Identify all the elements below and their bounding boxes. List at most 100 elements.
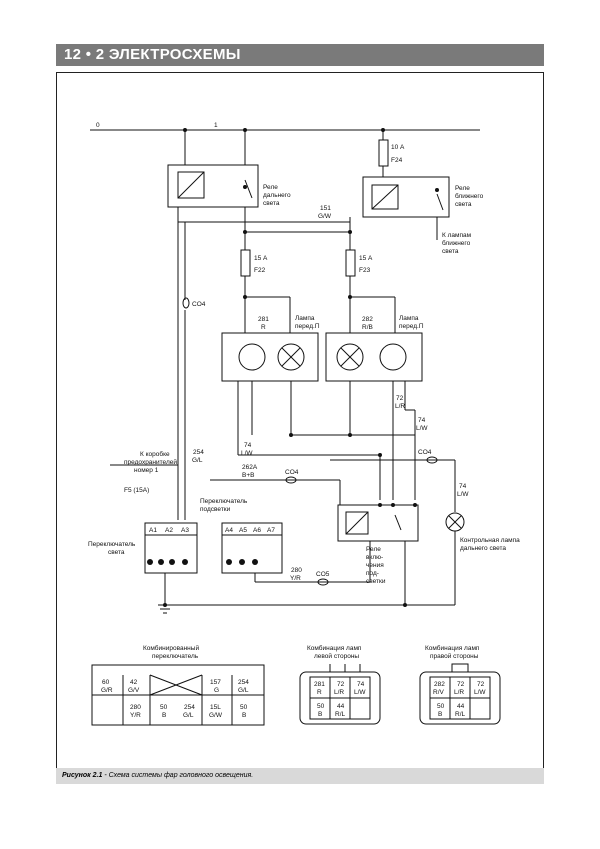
wire-72-color: L/R <box>395 403 405 410</box>
combo-bot-4-col: B <box>242 712 246 719</box>
lcl-bot-1-num: 44 <box>337 703 345 710</box>
combo-bot-3-col: G/W <box>209 712 223 719</box>
wire-280-color: Y/R <box>290 575 301 582</box>
wire-282-color: R/B <box>362 324 373 331</box>
light-pin-a1: A1 <box>149 527 157 534</box>
bus-label-1: 1 <box>214 122 218 129</box>
combo-top-1-num: 42 <box>130 679 138 686</box>
relay-dim-label-4: под- <box>366 570 379 577</box>
lcr-top-1-col: L/R <box>454 689 464 696</box>
relay-high-label-2: дальнего <box>263 192 291 199</box>
relay-low-label-1: Реле <box>455 185 470 192</box>
fusebox-note-1: К коробке <box>140 450 170 458</box>
fuse-f24-rating: 10 А <box>391 144 405 151</box>
lcl-top-1-col: L/R <box>334 689 344 696</box>
lcr-top-1-num: 72 <box>457 681 465 688</box>
wire-74c-color: L/W <box>457 491 469 498</box>
combo-top-3-num: 157 <box>210 679 221 686</box>
indicator-label-2: дальнего света <box>460 545 506 552</box>
relay-high-label-3: света <box>263 200 280 207</box>
lcr-top-2-num: 72 <box>477 681 485 688</box>
dimmer-pin-a6: A6 <box>253 527 261 534</box>
page-header: 12 • 2 ЭЛЕКТРОСХЕМЫ <box>56 44 544 66</box>
lamp-combo-right-title-1: Комбинация ламп <box>425 644 480 652</box>
wire-151-num: 151 <box>320 205 331 212</box>
wire-281-color: R <box>261 324 266 331</box>
fuse-f24-name: F24 <box>391 157 403 164</box>
combo-top-4-col: G/L <box>238 687 249 694</box>
lcr-top-2-col: L/W <box>474 689 486 696</box>
figure-caption: Рисунок 2.1 - Схема системы фар головног… <box>56 768 544 784</box>
fuse-f22-rating: 15 А <box>254 255 268 262</box>
fusebox-note-2: предохранителей <box>124 458 177 466</box>
lamp-left-label-1: Лампа <box>295 315 315 322</box>
connector-co4-c: CO4 <box>418 449 432 456</box>
relay-low-label-2: ближнего <box>455 192 484 200</box>
combo-bot-0-num: 280 <box>130 704 141 711</box>
lcr-bot-1-num: 44 <box>457 703 465 710</box>
combo-top-4-num: 254 <box>238 679 249 686</box>
relay-dim-label-1: Реле <box>366 546 381 553</box>
combo-top-1-col: G/V <box>128 687 140 694</box>
wire-254-num: 254 <box>193 449 204 456</box>
light-pin-a3: A3 <box>181 527 189 534</box>
lcr-bot-1-col: R/L <box>455 711 466 718</box>
fusebox-note-3: номер 1 <box>134 467 159 474</box>
relay-high-label-1: Реле <box>263 184 278 191</box>
lamp-combo-right-title-2: правой стороны <box>430 652 479 660</box>
lcl-top-2-col: L/W <box>354 689 366 696</box>
wire-151-color: G/W <box>318 213 332 220</box>
lamp-combo-left-title-2: левой стороны <box>314 652 359 660</box>
light-switch-label-1: Переключатель <box>88 541 136 548</box>
lcl-bot-0-num: 50 <box>317 703 325 710</box>
lcl-top-2-num: 74 <box>357 681 365 688</box>
lcr-top-0-num: 282 <box>434 681 445 688</box>
relay-dim-label-5: светки <box>366 578 386 585</box>
low-beam-note-3: света <box>442 248 459 255</box>
indicator-label-1: Контрольная лампа <box>460 537 520 544</box>
connector-co4-a: CO4 <box>192 301 206 308</box>
dimmer-switch-label-1: Переключатель <box>200 498 248 505</box>
fuse-f23-rating: 15 А <box>359 255 373 262</box>
combo-bot-1-col: B <box>162 712 166 719</box>
wire-282-num: 282 <box>362 316 373 323</box>
combo-bot-2-num: 254 <box>184 704 195 711</box>
combo-top-0-col: G/R <box>101 687 113 694</box>
dimmer-pin-a5: A5 <box>239 527 247 534</box>
dimmer-pin-a4: A4 <box>225 527 233 534</box>
light-pin-a2: A2 <box>165 527 173 534</box>
lamp-right-label-1: Лампа <box>399 315 419 322</box>
relay-dim-label-3: чения <box>366 562 384 569</box>
figure-caption-label: Рисунок 2.1 <box>62 772 103 779</box>
relay-dim-label-2: вклю- <box>366 554 383 561</box>
lamp-left-label-2: перед.П <box>295 323 320 330</box>
wire-74c-num: 74 <box>459 483 467 490</box>
combo-bot-3-num: 15L <box>210 704 221 711</box>
wire-254-color: G/L <box>192 457 203 464</box>
light-switch-label-2: света <box>108 549 125 556</box>
low-beam-note-2: ближнего <box>442 239 471 247</box>
combo-top-0-num: 60 <box>102 679 110 686</box>
lamp-right-label-2: перед.П <box>399 323 424 330</box>
wire-74a-color: L/W <box>416 425 428 432</box>
wire-74b-num: 74 <box>244 442 252 449</box>
low-beam-note-1: К лампам <box>442 232 472 239</box>
lcl-top-0-col: R <box>317 689 322 696</box>
combo-switch-title-1: Комбинированный <box>143 644 199 652</box>
wire-262a-color: B+B <box>242 472 254 479</box>
combo-bot-0-col: Y/R <box>130 712 141 719</box>
lcr-top-0-col: R/V <box>433 689 445 696</box>
bus-label-0: 0 <box>96 122 100 129</box>
fuse-f23-name: F23 <box>359 267 371 274</box>
wire-72-num: 72 <box>396 395 404 402</box>
wire-74b-color: L/W <box>241 450 253 457</box>
combo-bot-1-num: 50 <box>160 704 168 711</box>
combo-bot-2-col: G/L <box>183 712 194 719</box>
combo-top-3-col: G <box>214 687 219 694</box>
dimmer-pin-a7: A7 <box>267 527 275 534</box>
dimmer-switch-label-2: подсветки <box>200 506 231 513</box>
lcl-top-0-num: 281 <box>314 681 325 688</box>
wire-281-num: 281 <box>258 316 269 323</box>
connector-co4-b: CO4 <box>285 469 299 476</box>
